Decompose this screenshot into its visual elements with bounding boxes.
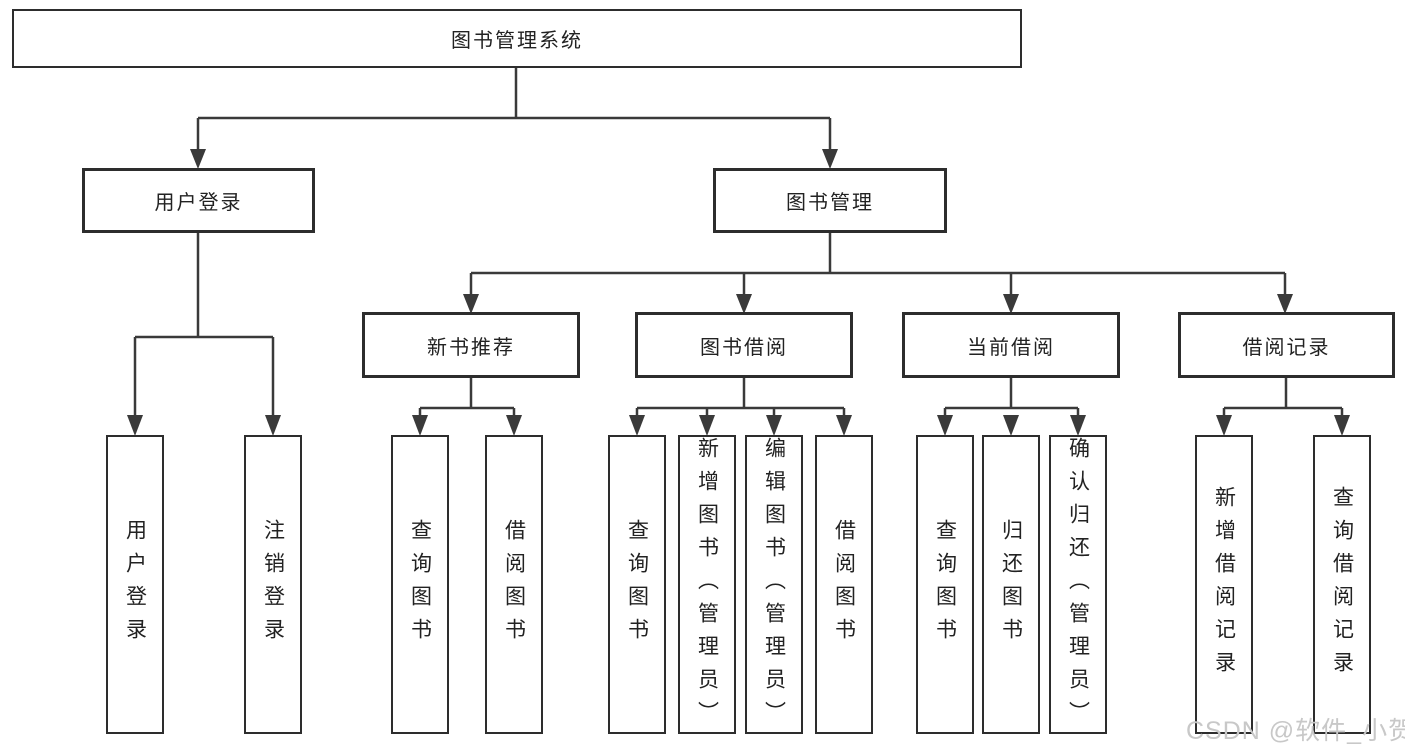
node-library-system: 图书管理系统 (12, 9, 1022, 68)
arrow-down-icon (190, 149, 206, 169)
leaf-logout: 注销登录 (244, 435, 302, 734)
node-borrowing-records: 借阅记录 (1178, 312, 1395, 378)
leaf-borrow-books-borrowing: 借阅图书 (815, 435, 873, 734)
arrow-down-icon (736, 294, 752, 314)
arrow-down-icon (836, 415, 852, 436)
arrow-down-icon (127, 415, 143, 436)
tree-edges (133, 66, 1344, 418)
arrow-down-icon (463, 294, 479, 314)
arrow-down-icon (822, 149, 838, 169)
arrow-down-icon (1003, 294, 1019, 314)
leaf-return-book: 归还图书 (982, 435, 1040, 734)
node-book-management: 图书管理 (713, 168, 947, 233)
arrow-down-icon (1003, 415, 1019, 436)
csdn-watermark: CSDN @软件_小贺同学 (1186, 717, 1405, 745)
leaf-edit-book-admin: 编辑图书（管理员） (745, 435, 803, 734)
leaf-add-borrow-record: 新增借阅记录 (1195, 435, 1253, 734)
arrow-down-icon (629, 415, 645, 436)
leaf-query-books-current: 查询图书 (916, 435, 974, 734)
node-book-borrowing: 图书借阅 (635, 312, 853, 378)
leaf-query-books-recommend: 查询图书 (391, 435, 449, 734)
leaf-query-books-borrowing: 查询图书 (608, 435, 666, 734)
arrow-down-icon (1277, 294, 1293, 314)
arrow-down-icon (412, 415, 428, 436)
arrow-down-icon (766, 415, 782, 436)
arrow-down-icon (937, 415, 953, 436)
node-current-borrowing: 当前借阅 (902, 312, 1120, 378)
arrow-down-icon (1216, 415, 1232, 436)
arrow-down-icon (1334, 415, 1350, 436)
node-new-book-recommend: 新书推荐 (362, 312, 580, 378)
arrowheads (127, 149, 1350, 436)
arrow-down-icon (265, 415, 281, 436)
node-user-login: 用户登录 (82, 168, 315, 233)
leaf-add-book-admin: 新增图书（管理员） (678, 435, 736, 734)
leaf-confirm-return-admin: 确认归还（管理员） (1049, 435, 1107, 734)
leaf-query-borrow-record: 查询借阅记录 (1313, 435, 1371, 734)
arrow-down-icon (1070, 415, 1086, 436)
leaf-user-login: 用户登录 (106, 435, 164, 734)
leaf-borrow-books-recommend: 借阅图书 (485, 435, 543, 734)
arrow-down-icon (506, 415, 522, 436)
arrow-down-icon (699, 415, 715, 436)
